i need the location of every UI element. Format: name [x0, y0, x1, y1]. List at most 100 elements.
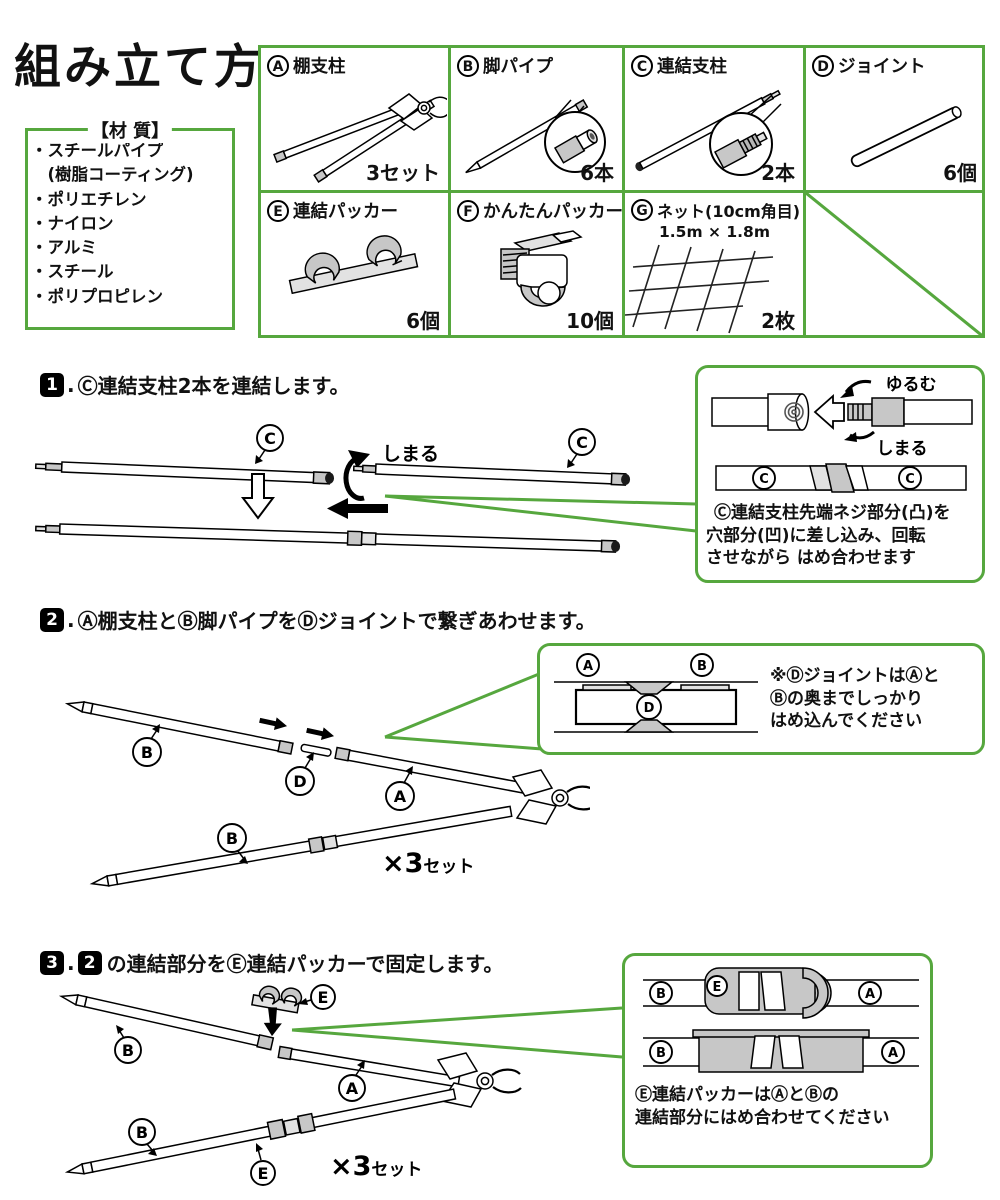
label-a-top: A: [858, 981, 882, 1005]
part-cell-b: B 脚パイプ 6本: [451, 48, 625, 193]
insert-arrow: [813, 393, 845, 431]
label-e-lower: E: [250, 1143, 276, 1186]
press-down-arrow: [263, 1007, 282, 1037]
part-e-illustration: [288, 235, 419, 295]
svg-text:D: D: [644, 701, 655, 716]
step2-callout-illustration: A B D: [554, 653, 758, 733]
label-a: A: [338, 1060, 366, 1102]
packer-e-floating: [251, 985, 303, 1014]
fork-assembly: [511, 769, 590, 825]
label-b-upper: B: [132, 724, 162, 767]
svg-text:B: B: [136, 1123, 148, 1142]
part-name: 脚パイプ: [483, 57, 553, 77]
svg-text:B: B: [697, 659, 707, 674]
svg-text:A: A: [865, 987, 875, 1002]
part-letter-badge: F: [457, 199, 479, 222]
part-letter-badge: E: [267, 199, 289, 222]
svg-text:B: B: [656, 987, 666, 1002]
pipe-a: [277, 1045, 461, 1088]
part-letter-badge: B: [457, 54, 479, 77]
material-item: (樹脂コーティング): [31, 165, 194, 185]
page-title: 組み立て方: [14, 40, 264, 95]
step1-callout-illustration: ゆるむ しまる C C: [711, 375, 973, 493]
empty-cell: [806, 193, 985, 338]
part-header: D ジョイント: [806, 48, 985, 78]
part-letter-badge: D: [812, 54, 834, 77]
step1-callout: ゆるむ しまる C C Ⓒ連結支柱先端ネジ部分(凸)を 穴部分(凹)に差し込み、…: [695, 365, 985, 583]
material-item: ・スチール: [31, 262, 114, 282]
part-qty: 3セット: [366, 161, 440, 185]
step2-leader-lines: [384, 672, 543, 751]
label-b-top: B: [649, 981, 673, 1005]
step3-number-badge: 3: [40, 950, 64, 975]
part-name: 棚支柱: [293, 57, 346, 77]
yurumu-label: ゆるむ: [886, 375, 937, 395]
materials-box: 【材 質】 ・スチールパイプ (樹脂コーティング) ・ポリエチレン ・ナイロン …: [25, 117, 235, 330]
part-qty: 6個: [943, 161, 977, 185]
svg-text:A: A: [888, 1046, 898, 1061]
push-arrow-1: [259, 717, 288, 731]
label-b-lower: B: [128, 1118, 157, 1156]
left-arrow: [327, 498, 388, 519]
label-a: A: [576, 653, 600, 677]
svg-text:C: C: [905, 472, 915, 487]
part-name: 連結パッカー: [293, 202, 398, 222]
svg-text:C: C: [576, 433, 588, 452]
part-cell-f: F かんたんパッカー 10個: [451, 193, 625, 338]
part-size: 1.5m × 1.8m: [659, 223, 770, 241]
step1-callout-caption: Ⓒ連結支柱先端ネジ部分(凸)を 穴部分(凹)に差し込み、回転 させながら はめ合…: [706, 503, 951, 569]
step2-callout: A B D ※ⒹジョイントはⒶと Ⓑの奥までしっかり はめ込んでください: [537, 643, 985, 755]
pipe-c-left: [34, 461, 335, 485]
svg-text:E: E: [258, 1164, 269, 1183]
pipe-b-upper: [64, 701, 294, 755]
parts-table: A 棚支柱 3セット B 脚パイプ: [258, 45, 985, 338]
part-letter-badge: G: [631, 199, 653, 221]
part-cell-d: D ジョイント 6個: [806, 48, 985, 193]
label-e-upper: E: [298, 984, 336, 1010]
shimaru-label: しまる: [382, 443, 439, 465]
step2-header: 2 . Ⓐ棚支柱とⒷ脚パイプをⒹジョイントで繋ぎあわせます。: [40, 605, 596, 634]
step3-title: の連結部分をⒺ連結パッカーで固定します。: [106, 952, 504, 976]
materials-list: ・スチールパイプ (樹脂コーティング) ・ポリエチレン ・ナイロン ・アルミ ・…: [28, 131, 232, 309]
svg-text:B: B: [656, 1046, 666, 1061]
step1-header: 1 . Ⓒ連結支柱2本を連結します。: [40, 370, 350, 399]
part-header: A 棚支柱: [261, 48, 448, 78]
pipe-b-upper: [58, 994, 275, 1051]
label-b-lower: B: [217, 823, 248, 864]
part-g-illustration: [625, 244, 774, 334]
material-item: ・アルミ: [31, 238, 97, 257]
svg-text:C: C: [759, 472, 769, 487]
step2-callout-caption: ※ⒹジョイントはⒶと Ⓑの奥までしっかり はめ込んでください: [770, 666, 940, 732]
step1-diagram: C しまる C: [34, 424, 697, 553]
step2-diagram: B D A: [64, 672, 590, 887]
svg-text:E: E: [318, 988, 329, 1007]
step3-callout: B E A B A Ⓔ: [622, 953, 933, 1168]
step1-leader-lines: [384, 494, 697, 533]
rotate-arrow: [343, 450, 370, 501]
label-e-top: E: [706, 975, 728, 997]
part-header: G ネット(10cm角目): [625, 193, 803, 222]
part-qty: 6個: [406, 309, 440, 333]
part-cell-g: G ネット(10cm角目) 1.5m × 1.8m 2枚: [625, 193, 806, 338]
step3-callout-illustration: B E A B A: [643, 967, 919, 1073]
step3-callout-caption: Ⓔ連結パッカーはⒶとⒷの 連結部分にはめ合わせてください: [635, 1085, 890, 1128]
step2-number-badge: 2: [40, 607, 64, 632]
pipe-c-joined: [35, 523, 621, 553]
label-d: D: [285, 752, 315, 796]
part-d-illustration: [850, 106, 962, 168]
svg-text:C: C: [264, 429, 276, 448]
svg-text:B: B: [226, 829, 238, 848]
push-arrow-2: [306, 727, 335, 741]
part-qty: 6本: [580, 161, 614, 185]
pipe-b-lower: [89, 805, 513, 887]
svg-text:B: B: [141, 743, 153, 762]
pipe-c-right: [352, 463, 631, 486]
part-name: 連結支柱: [657, 57, 727, 77]
step1-title: Ⓒ連結支柱2本を連結します。: [77, 374, 350, 398]
down-arrow: [241, 473, 275, 520]
pipe-a: [334, 746, 528, 795]
step3-diagram: E B: [58, 984, 623, 1186]
part-name: ネット(10cm角目): [657, 202, 801, 221]
part-qty: 2本: [761, 161, 795, 185]
